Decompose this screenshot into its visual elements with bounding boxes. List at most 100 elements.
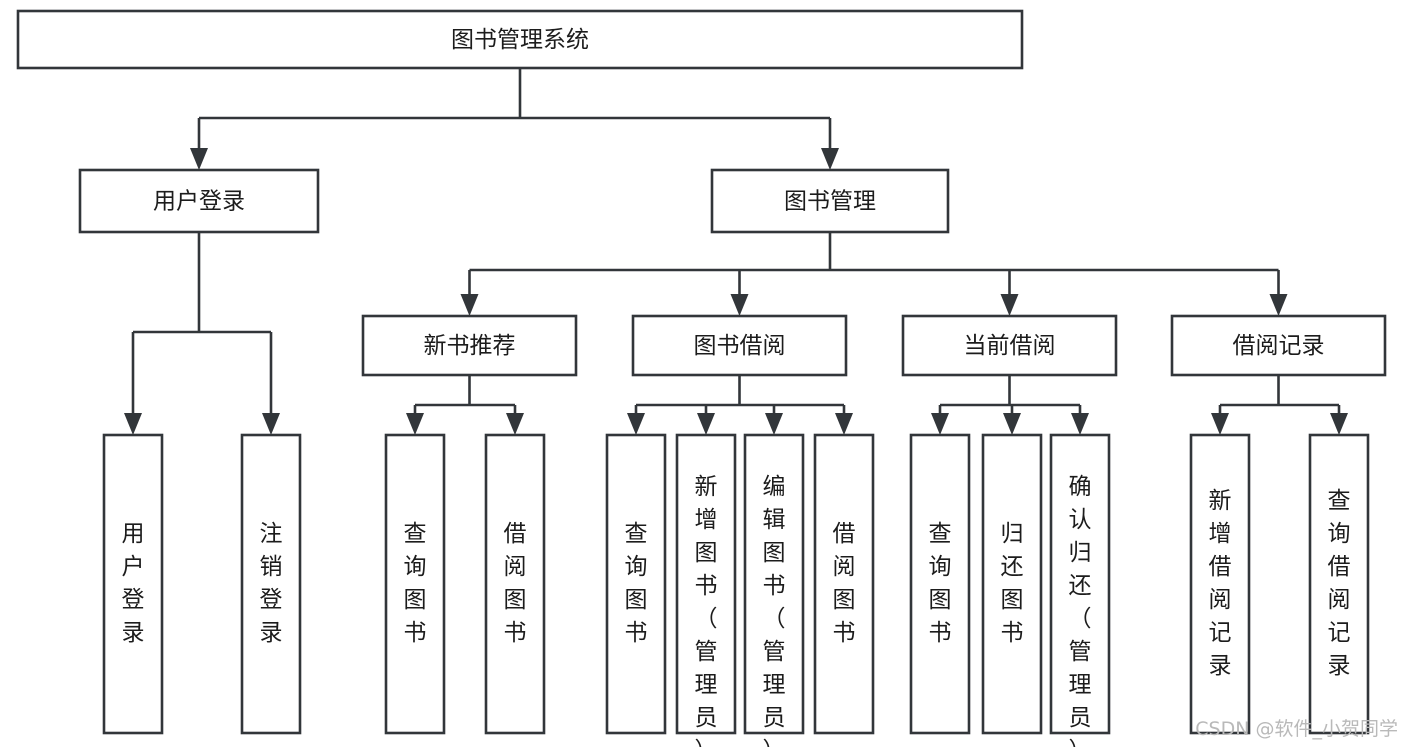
arrow-to-leaf <box>262 413 280 435</box>
node-user-login-label: 用户登录 <box>153 189 245 215</box>
node-leaf-add-book-box[interactable] <box>675 433 737 735</box>
node-leaf-borrow-book-2-label-char: 借 <box>833 521 856 547</box>
arrow-to-leaf <box>765 413 783 435</box>
node-user-login[interactable]: 用户登录 <box>78 168 320 234</box>
node-book-borrow-label: 图书借阅 <box>694 333 786 359</box>
node-new-book-recommend-label: 新书推荐 <box>424 333 516 359</box>
node-leaf-borrow-book-2-label-char: 阅 <box>833 554 856 580</box>
node-current-borrow-label: 当前借阅 <box>964 333 1056 359</box>
node-book-management-box[interactable] <box>710 168 950 234</box>
node-root[interactable]: 图书管理系统 <box>16 9 1024 70</box>
arrow-to-leaf <box>1003 413 1021 435</box>
node-root-label: 图书管理系统 <box>451 27 589 53</box>
node-leaf-user-login-label-char: 用 <box>122 521 145 547</box>
node-leaf-user-login[interactable]: 用户登录 <box>102 433 164 735</box>
arrow-to-leaf <box>627 413 645 435</box>
node-book-borrow[interactable]: 图书借阅 <box>631 314 848 377</box>
node-leaf-confirm-return-label-char: 理 <box>1069 672 1092 698</box>
arrow-to-level2 <box>190 148 208 170</box>
node-leaf-add-record-box[interactable] <box>1189 433 1251 735</box>
node-leaf-add-book-label-char: 理 <box>695 672 718 698</box>
node-leaf-query-book-1-label-char: 查 <box>404 521 427 547</box>
node-leaf-confirm-return-box[interactable] <box>1049 433 1111 735</box>
node-book-management[interactable]: 图书管理 <box>710 168 950 234</box>
node-leaf-add-record-label-char: 借 <box>1209 554 1232 580</box>
node-leaf-edit-book-label-char: 编 <box>763 474 786 500</box>
node-leaf-query-book-1-label-char: 图 <box>404 587 427 613</box>
arrow-to-leaf <box>1071 413 1089 435</box>
node-leaf-confirm-return-label-char: 管 <box>1069 639 1092 665</box>
node-book-borrow-box[interactable] <box>631 314 848 377</box>
node-current-borrow[interactable]: 当前借阅 <box>901 314 1118 377</box>
node-leaf-user-logout-label-char: 登 <box>260 587 283 613</box>
node-leaf-return-book-label-char: 归 <box>1001 521 1024 547</box>
node-leaf-edit-book-label-char: 员 <box>763 705 786 731</box>
node-leaf-add-book-label-char: 图 <box>695 540 718 566</box>
node-borrow-record[interactable]: 借阅记录 <box>1170 314 1387 377</box>
node-leaf-user-login-box[interactable] <box>102 433 164 735</box>
node-leaf-edit-book-label-char: ） <box>763 738 786 747</box>
node-leaf-query-book-1-box[interactable] <box>384 433 446 735</box>
node-leaf-query-record-box[interactable] <box>1308 433 1370 735</box>
node-leaf-add-record-label-char: 阅 <box>1209 587 1232 613</box>
node-leaf-query-book-2-label-char: 图 <box>625 587 648 613</box>
node-leaf-add-record-label-char: 增 <box>1209 521 1232 547</box>
node-leaf-query-book-2-label-char: 询 <box>625 554 648 580</box>
node-leaf-edit-book-label-char: 辑 <box>763 507 786 533</box>
node-leaf-add-book-label-char: （ <box>695 606 718 632</box>
node-leaf-add-book-label-char: 增 <box>695 507 718 533</box>
node-leaf-confirm-return-label-char: 归 <box>1069 540 1092 566</box>
node-leaf-query-book-3-label-char: 查 <box>929 521 952 547</box>
arrow-to-leaf <box>835 413 853 435</box>
node-leaf-borrow-book-1-label-char: 图 <box>504 587 527 613</box>
node-user-login-box[interactable] <box>78 168 320 234</box>
node-leaf-query-record-label-char: 询 <box>1328 521 1351 547</box>
node-leaf-edit-book-label-char: （ <box>763 606 786 632</box>
arrow-to-leaf <box>1330 413 1348 435</box>
node-leaf-add-book-label-char: 管 <box>695 639 718 665</box>
node-leaf-query-book-2-box[interactable] <box>605 433 667 735</box>
node-leaf-user-login-label-char: 户 <box>122 554 145 580</box>
node-leaf-return-book-label-char: 书 <box>1001 620 1024 646</box>
node-leaf-add-record-label-char: 新 <box>1209 488 1232 514</box>
node-borrow-record-box[interactable] <box>1170 314 1387 377</box>
node-current-borrow-box[interactable] <box>901 314 1118 377</box>
arrow-to-level3 <box>460 294 479 316</box>
node-root-box[interactable] <box>16 9 1024 70</box>
node-leaf-query-book-2-label-char: 查 <box>625 521 648 547</box>
node-leaf-query-book-1-label-char: 询 <box>404 554 427 580</box>
node-leaf-confirm-return-label-char: 认 <box>1069 507 1092 533</box>
node-leaf-add-record-label-char: 录 <box>1209 653 1232 679</box>
node-leaf-add-book-label-char: ） <box>695 738 718 747</box>
nodes-layer: 图书管理系统用户登录图书管理新书推荐图书借阅当前借阅借阅记录用户登录注销登录查询… <box>16 9 1387 747</box>
node-leaf-query-book-3-box[interactable] <box>909 433 971 735</box>
node-leaf-add-book-label-char: 新 <box>695 474 718 500</box>
node-new-book-recommend[interactable]: 新书推荐 <box>361 314 578 377</box>
node-leaf-add-book-label-char: 书 <box>695 573 718 599</box>
node-new-book-recommend-box[interactable] <box>361 314 578 377</box>
arrow-to-leaf <box>124 413 142 435</box>
node-leaf-borrow-book-1-box[interactable] <box>484 433 546 735</box>
node-leaf-edit-book-box[interactable] <box>743 433 805 735</box>
node-leaf-confirm-return-label-char: 还 <box>1069 573 1092 599</box>
node-leaf-query-book-3-label-char: 询 <box>929 554 952 580</box>
node-leaf-return-book-label-char: 还 <box>1001 554 1024 580</box>
node-leaf-query-record-label-char: 记 <box>1328 620 1351 646</box>
node-leaf-return-book-box[interactable] <box>981 433 1043 735</box>
watermark-label: CSDN @软件_小贺同学 <box>1195 718 1398 740</box>
node-leaf-borrow-book-2-box[interactable] <box>813 433 875 735</box>
node-leaf-user-logout-box[interactable] <box>240 433 302 735</box>
